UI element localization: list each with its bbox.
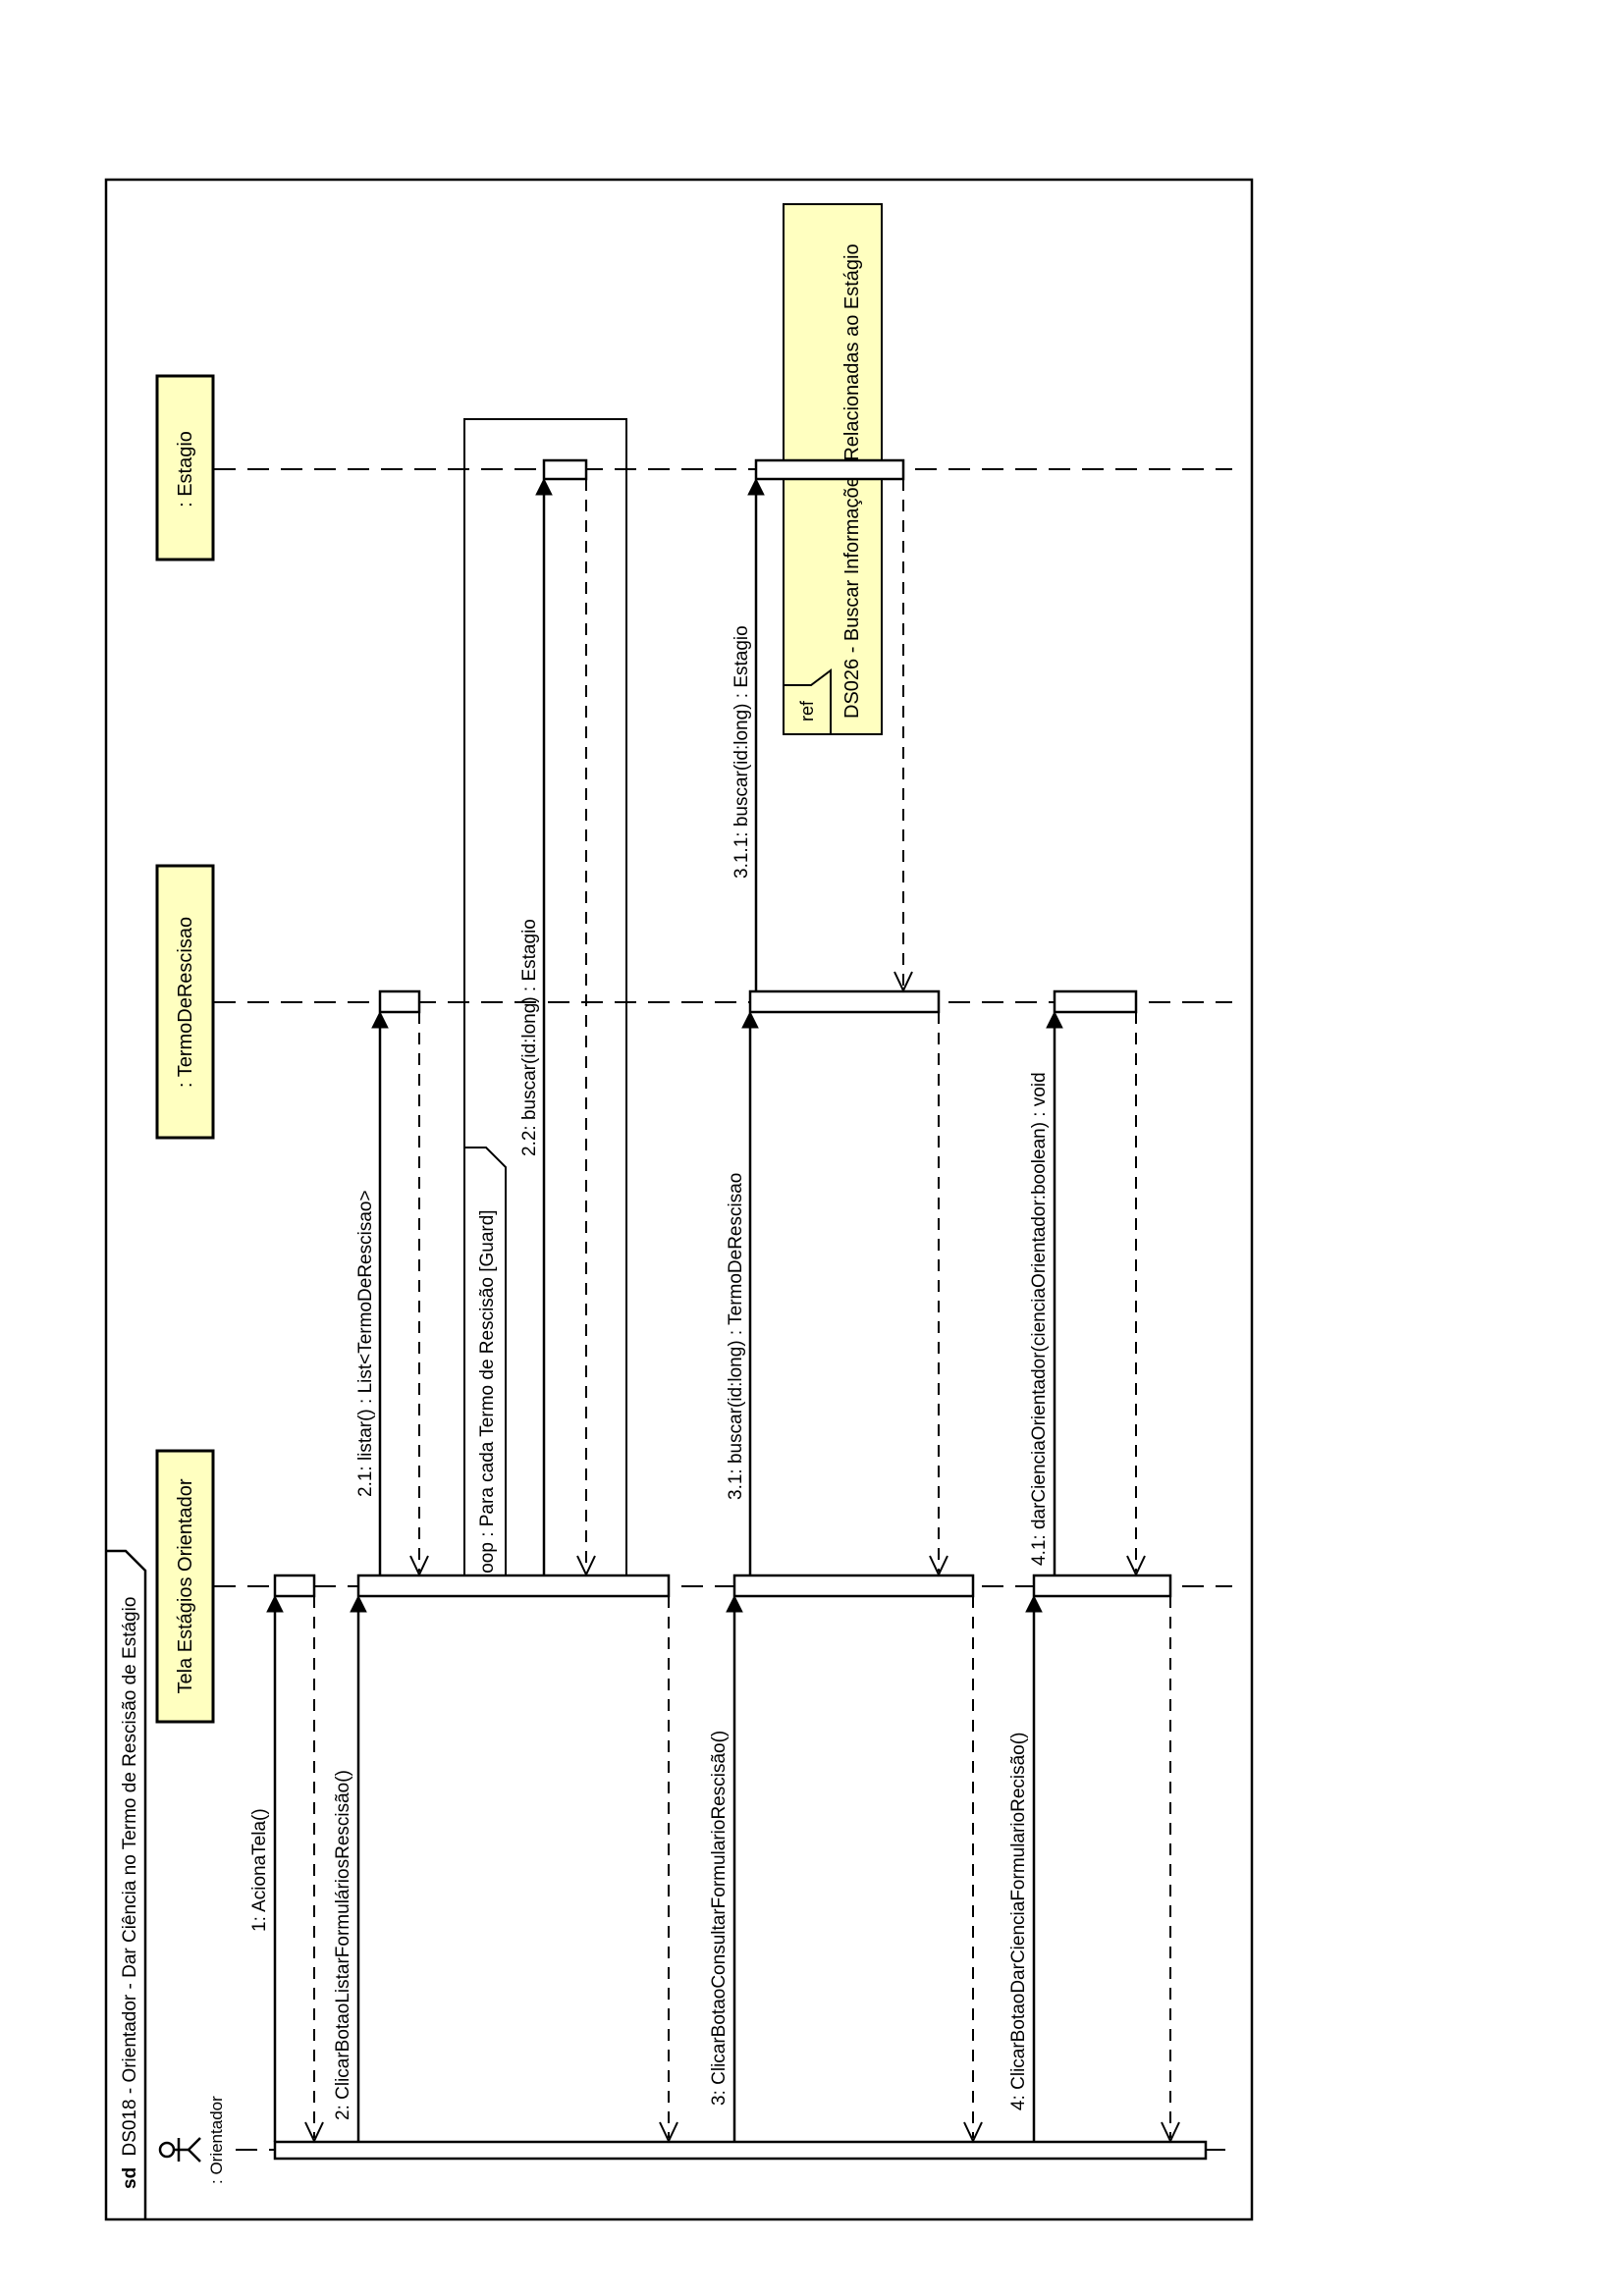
message-3-1-arrowhead (741, 1010, 759, 1029)
message-4-label: 4: ClicarBotaoDarCienciaFormularioRecisã… (1008, 1733, 1029, 2110)
message-4-1-label: 4.1: darCienciaOrientador(cienciaOrienta… (1029, 1072, 1050, 1566)
activation-estagio-2 (754, 458, 905, 481)
ref-fragment-tab (784, 668, 832, 734)
return-3-1-1-arrowhead (893, 971, 913, 993)
activation-actor (273, 2140, 1208, 2161)
frame-title: sd DS018 - Orientador - Dar Ciência no T… (120, 1597, 140, 2189)
message-2-label: 2: ClicarBotaoListarFormuláriosRescisão(… (333, 1770, 353, 2120)
return-2-2-arrowhead (576, 1555, 596, 1577)
diagram-frame (104, 178, 1254, 2221)
activation-tela-2 (356, 1574, 671, 1598)
message-4-arrowhead (1025, 1594, 1043, 1613)
activation-termo-2 (748, 989, 941, 1014)
ref-label: DS026 - Buscar Informações Relacionadas … (841, 243, 863, 719)
actor-icon (158, 2137, 201, 2163)
lifeline-head-termo-label: : TermoDeRescisao (175, 917, 196, 1088)
actor-label: : Orientador (207, 2096, 226, 2184)
activation-estagio-1 (542, 458, 588, 481)
message-2-1-label: 2.1: listar() : List<TermoDeRescisao> (355, 1190, 376, 1497)
message-3-1-1-label: 3.1.1: buscar(id:long) : Estagio (731, 625, 752, 879)
message-1-arrowhead (266, 1594, 284, 1613)
message-3-label: 3: ClicarBotaoConsultarFormularioRescisã… (709, 1731, 730, 2106)
lifeline-head-estagio-label: : Estagio (175, 431, 196, 507)
message-2-arrowhead (350, 1594, 367, 1613)
return-4-1-arrowhead (1126, 1555, 1146, 1577)
activation-tela-4 (1032, 1574, 1172, 1598)
message-2-1-arrowhead (371, 1010, 389, 1029)
return-2-1-arrowhead (409, 1555, 429, 1577)
message-2-2-label: 2.2: buscar(id:long) : Estagio (519, 919, 540, 1156)
return-3-1-arrowhead (929, 1555, 948, 1577)
activation-termo-3 (1053, 989, 1138, 1014)
loop-fragment-tab (464, 1147, 507, 1589)
return-4-arrowhead (1161, 2121, 1180, 2144)
message-1-label: 1: AcionaTela() (249, 1808, 270, 1932)
return-2-arrowhead (659, 2121, 678, 2144)
lifeline-head-estagio: : Estagio (155, 374, 215, 561)
message-2-2-arrowhead (535, 477, 553, 496)
ref-tag: ref (797, 700, 817, 721)
lifeline-head-tela: Tela Estágios Orientador (155, 1449, 215, 1724)
lifeline-head-tela-label: Tela Estágios Orientador (175, 1478, 196, 1693)
return-1-arrowhead (304, 2121, 324, 2144)
frame-title-text: DS018 - Orientador - Dar Ciência no Term… (120, 1597, 140, 2157)
frame-tab (106, 1549, 147, 2219)
loop-fragment-label: loop : Para cada Termo de Rescisão [Guar… (477, 1209, 498, 1577)
message-3-1-1-arrowhead (747, 477, 765, 496)
message-3-1-label: 3.1: buscar(id:long) : TermoDeRescisao (726, 1173, 746, 1500)
return-3-arrowhead (963, 2121, 983, 2144)
frame-prefix: sd (120, 2167, 140, 2189)
message-4-1-arrowhead (1046, 1010, 1063, 1029)
activation-tela-1 (273, 1574, 316, 1598)
message-3-arrowhead (726, 1594, 743, 1613)
activation-tela-3 (732, 1574, 975, 1598)
lifeline-head-termo: : TermoDeRescisao (155, 864, 215, 1140)
activation-termo-1 (378, 989, 421, 1014)
